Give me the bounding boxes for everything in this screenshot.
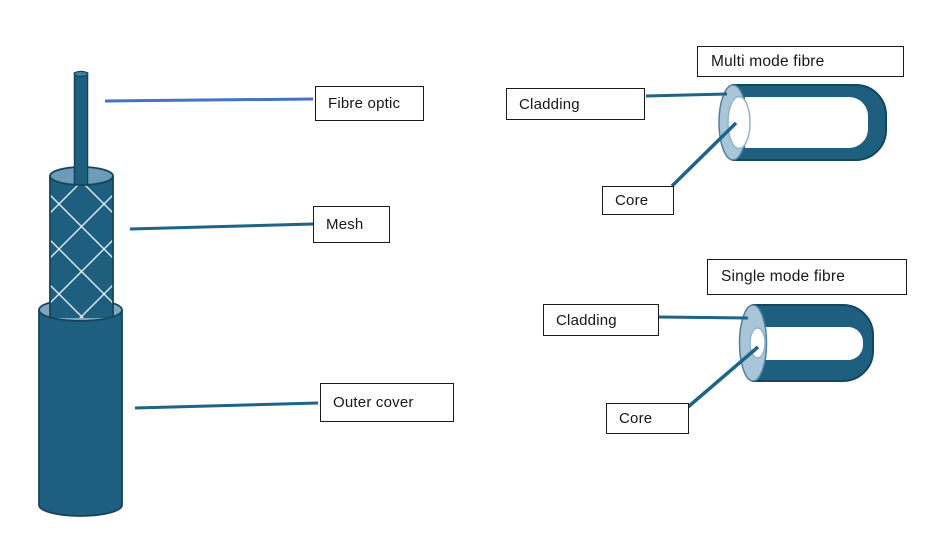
mesh-cylinder-outline <box>49 175 114 318</box>
single-mode-tube-interior <box>757 327 863 360</box>
outer-cover-label: Outer cover <box>320 383 454 422</box>
multi-mode-cladding-label: Cladding <box>506 88 645 120</box>
single-mode-cladding-leader-line <box>658 315 749 320</box>
fibre-optic-label: Fibre optic <box>315 86 424 121</box>
multi-mode-cladding-leader-line <box>645 92 728 98</box>
fibre-optic-leader-line <box>104 97 314 103</box>
multi-mode-tube-interior <box>745 97 868 148</box>
fibre-optic-rod-top-face <box>73 70 89 78</box>
single-mode-cladding-label: Cladding <box>543 304 659 336</box>
multi-mode-core-leader-line <box>670 121 738 188</box>
fibre-optic-rod <box>73 72 89 188</box>
multi-mode-fibre-title: Multi mode fibre <box>697 46 904 77</box>
mesh-leader-line <box>129 222 314 231</box>
outer-cover-leader-line <box>134 401 319 410</box>
single-mode-core-leader-line <box>686 345 760 409</box>
single-mode-core-label: Core <box>606 403 689 434</box>
multi-mode-core-face <box>727 95 751 150</box>
single-mode-fibre-title: Single mode fibre <box>707 259 907 295</box>
mesh-cylinder-body <box>50 176 113 318</box>
mesh-label: Mesh <box>313 206 390 243</box>
multi-mode-core-label: Core <box>602 186 674 215</box>
outer-cover-body <box>38 309 123 517</box>
